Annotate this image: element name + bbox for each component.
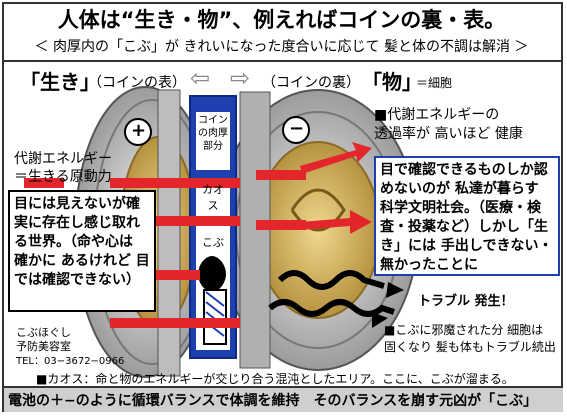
- footer-text: 電池の＋−のように循環バランスで体調を維持 そのバランスを崩す元凶が「こぶ」: [8, 393, 538, 409]
- trouble-arrow-icon: [277, 270, 385, 290]
- chaos-label: カオス: [202, 183, 224, 212]
- chaos-note: ■カオス：命と物のエネルギーが交じり合う混沌としたエリア。ここに、こぶが溜まる。: [36, 372, 514, 386]
- page-title: 人体は“生き・物”、例えればコインの裏・表。: [57, 8, 506, 32]
- company-sub: 予防美容室: [16, 340, 71, 353]
- kobu-figure: [198, 256, 226, 292]
- right-arrow-icon: ⇨: [230, 64, 251, 92]
- mono-header: 「物」: [362, 70, 422, 94]
- title-divider: [2, 60, 563, 62]
- company-tel: TEL：03−3672−0966: [16, 356, 125, 367]
- red-arrow-icon: [300, 142, 372, 174]
- right-explanation-box: 目で確認できるものしか認めないのが 私達が暮らす 科学文明社会。（医療・検査・投…: [374, 156, 560, 276]
- cell-note: ■こぶに邪魔された分 細胞は 固くなり 髪も体もトラブル続出: [384, 323, 556, 354]
- energy-label: 代謝エネルギー ＝生きる原動力: [14, 151, 112, 185]
- ikiru-header: 「生き」: [20, 70, 100, 94]
- company-name: こぶほぐし: [16, 326, 71, 339]
- coin-thickness-label: コインの肉厚部分: [198, 115, 228, 152]
- trouble-arrow-icon: [268, 299, 395, 317]
- kobu-label: こぶ: [202, 236, 224, 249]
- minus-icon: −: [289, 118, 305, 139]
- page-subtitle: ＜ 肉厚内の「こぶ」が きれいになった度合いに応じて 髪と体の不調は解消 ＞: [34, 39, 529, 55]
- metabolism-note: ■代謝エネルギーの 透過率が 高いほど 健康: [374, 107, 523, 142]
- plus-icon: +: [131, 120, 147, 141]
- footer-bar: [4, 386, 563, 412]
- trouble-label: トラブル 発生！: [418, 294, 514, 309]
- red-arrow-icon: [300, 210, 372, 234]
- left-arrow-icon: ⇦: [190, 64, 211, 92]
- mono-sub-header: （コインの裏）: [262, 75, 360, 91]
- ikiru-sub-header: （コインの表）: [88, 75, 186, 91]
- left-explanation-box: 目には見えないが確実に存在し感じ取れる世界。（命や心は 確かに あるけれど 目で…: [8, 190, 156, 312]
- mono-note: ＝細胞: [416, 76, 453, 90]
